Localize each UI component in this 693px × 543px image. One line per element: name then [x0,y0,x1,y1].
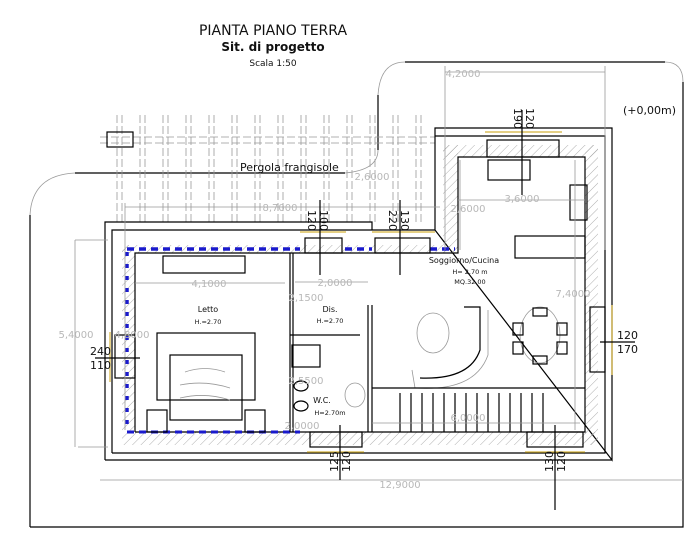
opening-kitchen-top-b: 120 [523,108,536,129]
plan-subtitle: Sit. di progetto [221,40,324,54]
dim-dis-depth: 2,1500 [289,293,324,304]
furniture [146,159,588,433]
opening-living-bottom-a: 130 [543,451,556,472]
plan-title: PIANTA PIANO TERRA [199,23,347,39]
dim-outer-depth: 5,4000 [59,330,94,341]
opening-wc-bottom-a: 125 [328,451,341,472]
opening-top-right-a: 220 [386,210,399,231]
dim-pergola-depth: 2,6000 [355,172,390,183]
opening-bedroom-left-a: 240 [90,345,111,358]
opening-living-right-a: 120 [617,329,638,342]
room-letto-name: Letto [198,305,219,314]
sofa [419,306,481,379]
kitchen-stove [569,184,588,221]
dim-pergola-width: 8,7000 [263,203,298,214]
dim-stair-width: 6,0000 [451,413,486,424]
room-dis-name: Dis. [322,305,337,314]
room-wc-height: H=2.70m [314,409,345,417]
opening-kitchen-top-a: 190 [511,108,524,129]
bed [156,332,256,401]
wardrobe [162,255,246,274]
windows [109,131,613,453]
room-letto-height: H.=2.70 [195,318,222,326]
opening-labels [95,110,635,510]
dim-kitchen-width: 3,6000 [505,194,540,205]
bed-mattress [169,354,243,421]
kitchen-sink [487,159,531,181]
opening-living-bottom-b: 120 [555,451,568,472]
dim-top-width: 4,2000 [446,69,481,80]
dining-table [519,306,561,364]
site-boundary [29,61,684,528]
pergola [100,115,435,222]
dim-dis-width: 2,0000 [318,278,353,289]
dim-wc-depth: 2,5500 [289,376,324,387]
room-dis-height: H.=2.70 [317,317,344,325]
staircase [399,393,544,432]
plan-scale: Scala 1:50 [249,59,297,69]
coffee-table [416,312,450,354]
room-soggiorno-height: H= 2.70 m [452,268,487,276]
dim-living-depth: 7,4000 [556,289,591,300]
opening-top-right-b: 130 [398,210,411,231]
dim-kitchen-depth: 2,6000 [451,204,486,215]
dim-bedroom-depth: 4,8000 [115,330,150,341]
dimension-lines [74,66,683,481]
opening-living-right-b: 170 [617,343,638,356]
pergola-post-box [106,131,134,148]
opening-wc-bottom-b: 120 [340,451,353,472]
opening-bedroom-left-b: 110 [90,359,111,372]
opening-top-left-a: 120 [305,210,318,231]
dim-bedroom-width: 4,1000 [192,279,227,290]
dim-total-width: 12,9000 [379,480,420,491]
room-wc-name: W.C. [313,396,331,405]
room-soggiorno-name: Soggiorno/Cucina [429,256,499,265]
elevation-label: (+0,00m) [623,104,676,117]
room-soggiorno-area: MQ.32.00 [454,278,485,286]
shower [291,344,321,368]
opening-top-left-b: 100 [317,210,330,231]
pergola-label: Pergola frangisole [240,161,339,174]
kitchen-island [514,235,586,259]
dim-wc-width: 2,0000 [285,421,320,432]
